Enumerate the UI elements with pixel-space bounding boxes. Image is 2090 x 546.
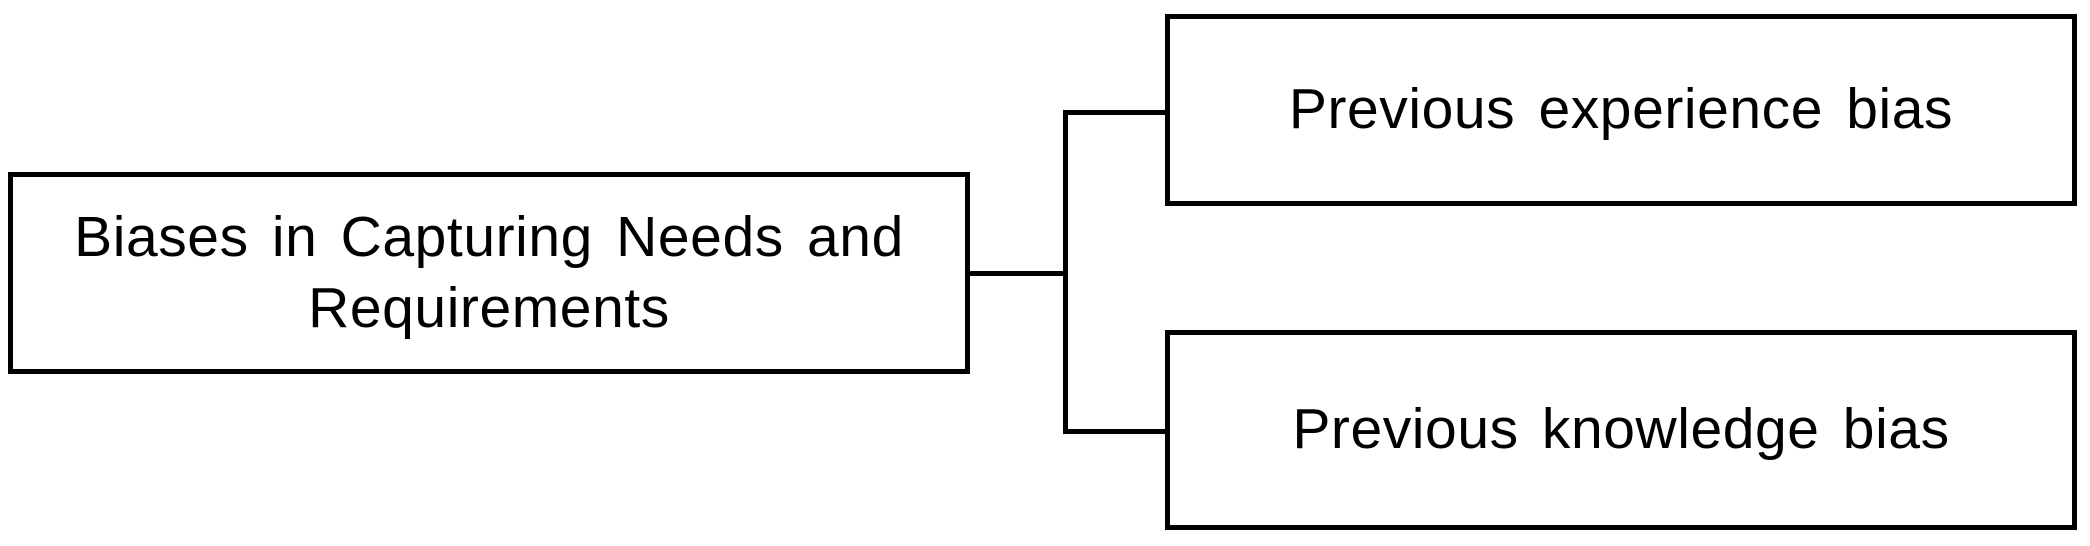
connector-root-stub — [970, 271, 1065, 276]
connector-arm-top — [1063, 110, 1165, 115]
previous-experience-bias-label: Previous experience bias — [1288, 77, 1954, 142]
node-biases-in-capturing-needs-and-requirements: Biases in Capturing Needs and Requiremen… — [8, 172, 970, 374]
node-previous-experience-bias: Previous experience bias — [1165, 14, 2077, 206]
root-node-label-line1: Biases in Capturing Needs and — [74, 204, 904, 269]
connector-trunk — [1063, 110, 1068, 434]
node-previous-knowledge-bias: Previous knowledge bias — [1165, 330, 2077, 530]
previous-knowledge-bias-label: Previous knowledge bias — [1292, 397, 1950, 462]
connector-arm-bottom — [1063, 429, 1165, 434]
root-node-label-line2: Requirements — [308, 276, 670, 340]
